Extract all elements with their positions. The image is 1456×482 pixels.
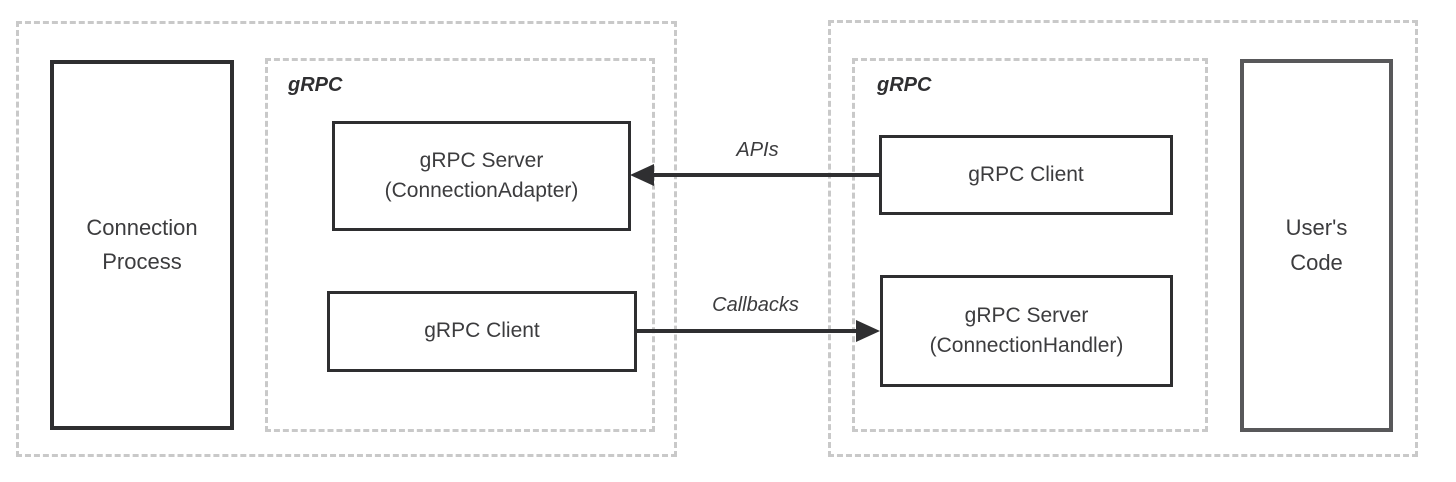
connection-process-label-line2: Process [102, 249, 182, 274]
users-code-box: User's Code [1240, 59, 1393, 432]
grpc-server-handler-label-line2: (ConnectionHandler) [929, 334, 1124, 357]
right-grpc-runtime-label: gRPC [877, 74, 932, 96]
left-grpc-runtime-boundary [265, 58, 655, 432]
users-code-label-line1: User's [1285, 215, 1348, 241]
grpc-server-connection-adapter-box: gRPC Server (ConnectionAdapter) [332, 121, 631, 231]
apis-arrowhead-left-icon [630, 164, 654, 186]
grpc-server-connection-handler-box: gRPC Server (ConnectionHandler) [880, 275, 1173, 387]
grpc-client-right-label: gRPC Client [968, 162, 1084, 186]
connection-process-label-line1: Connection [86, 214, 198, 240]
callbacks-arrow-label: Callbacks [712, 294, 799, 316]
right-process-boundary [828, 20, 1418, 457]
grpc-server-adapter-label-line1: gRPC Server [419, 148, 544, 172]
apis-arrow-line [650, 173, 879, 177]
grpc-client-left-label: gRPC Client [424, 319, 540, 343]
left-grpc-runtime-label: gRPC [288, 74, 343, 96]
grpc-server-adapter-label-line2: (ConnectionAdapter) [384, 179, 579, 202]
callbacks-arrowhead-right-icon [856, 320, 880, 342]
apis-arrow-label: APIs [736, 139, 779, 161]
right-grpc-runtime-boundary [852, 58, 1208, 432]
callbacks-arrow-line [637, 329, 858, 333]
grpc-server-handler-label-line1: gRPC Server [964, 303, 1089, 327]
grpc-client-left-box: gRPC Client [327, 291, 637, 372]
users-code-label-line2: Code [1290, 249, 1343, 275]
grpc-client-right-box: gRPC Client [879, 135, 1173, 215]
connection-process-box: Connection Process [50, 60, 234, 430]
left-process-boundary [16, 21, 677, 457]
